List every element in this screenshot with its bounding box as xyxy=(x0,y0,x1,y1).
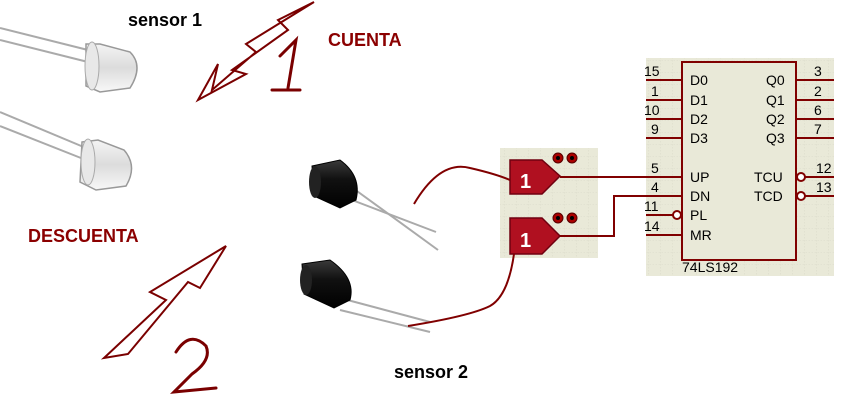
chip-left-pins: 15 1 10 9 5 4 11 14 D0 D1 D2 D3 UP DN PL… xyxy=(560,63,712,243)
handwritten-one xyxy=(270,35,302,92)
arrow-cuenta xyxy=(195,1,315,103)
pin-name-up: UP xyxy=(690,169,709,185)
pin-name-d3: D3 xyxy=(690,130,708,146)
wire-sensor1-to-buffer xyxy=(413,165,511,205)
buffer-top-label: 1 xyxy=(520,171,531,193)
cuenta-label: CUENTA xyxy=(328,30,402,50)
chip-right-pins: 3 2 6 7 12 13 Q0 Q1 Q2 Q3 TCU TCD xyxy=(754,63,834,204)
led-clear-bottom xyxy=(0,111,133,191)
led-dark-top xyxy=(309,159,439,251)
pin-num-11: 11 xyxy=(644,198,659,214)
pin-num-7: 7 xyxy=(814,121,822,137)
pin-name-q0: Q0 xyxy=(766,72,785,88)
pin-num-4: 4 xyxy=(651,179,659,195)
buffer-gate-top[interactable]: 1 xyxy=(509,152,578,195)
buffer-gate-bottom[interactable]: 1 xyxy=(509,212,578,255)
buffer-bottom-label: 1 xyxy=(520,230,531,252)
led-dark-bottom xyxy=(300,259,431,333)
chip-name: 74LS192 xyxy=(682,259,738,275)
pin-num-14: 14 xyxy=(644,218,660,234)
pin-name-q2: Q2 xyxy=(766,111,785,127)
arrow-descuenta xyxy=(100,245,227,360)
wire-sensor2-to-buffer xyxy=(407,253,515,327)
pin-name-d2: D2 xyxy=(690,111,708,127)
pin-num-12: 12 xyxy=(816,160,832,176)
wire-buffer2-to-dn xyxy=(560,195,682,237)
pin-name-tcd: TCD xyxy=(754,188,783,204)
pin-num-5: 5 xyxy=(651,160,659,176)
pin-name-tcu: TCU xyxy=(754,169,783,185)
pin-num-3: 3 xyxy=(814,63,822,79)
pin-name-q3: Q3 xyxy=(766,130,785,146)
pin-num-2: 2 xyxy=(814,83,822,99)
pin-name-q1: Q1 xyxy=(766,92,785,108)
counter-chip-body[interactable] xyxy=(681,61,797,261)
pin-name-d1: D1 xyxy=(690,92,708,108)
handwritten-two xyxy=(169,337,218,394)
pin-num-15: 15 xyxy=(644,63,660,79)
pin-num-9: 9 xyxy=(651,121,659,137)
pin-num-1: 1 xyxy=(651,83,659,99)
led-clear-top xyxy=(0,27,138,93)
sensor-2-label: sensor 2 xyxy=(394,362,468,382)
pin-num-13: 13 xyxy=(816,179,832,195)
pin-num-10: 10 xyxy=(644,102,660,118)
descuenta-label: DESCUENTA xyxy=(28,226,139,246)
pin-num-6: 6 xyxy=(814,102,822,118)
pin-name-mr: MR xyxy=(690,227,712,243)
pin-name-dn: DN xyxy=(690,188,710,204)
pin-name-pl: PL xyxy=(690,207,707,223)
pin-name-d0: D0 xyxy=(690,72,708,88)
sensor-1-label: sensor 1 xyxy=(128,10,202,30)
